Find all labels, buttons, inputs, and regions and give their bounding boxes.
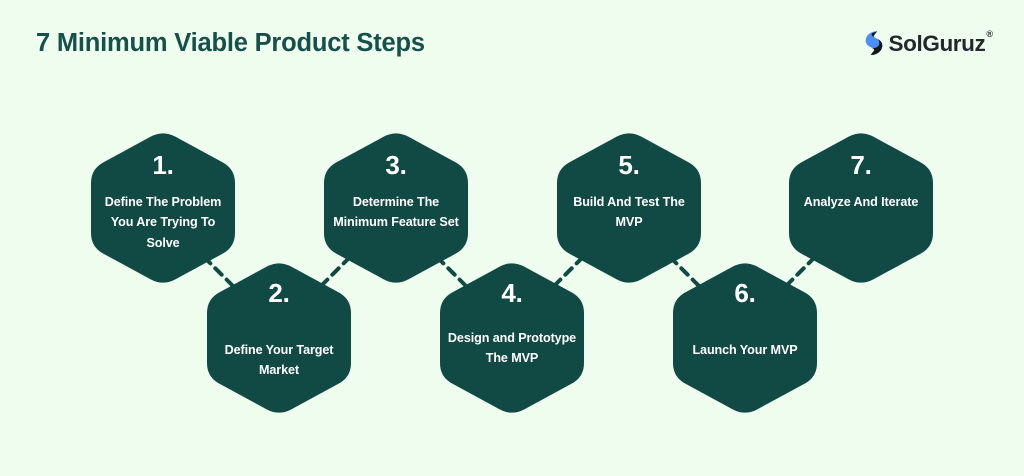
- step-hexagon-4[interactable]: 4. Design and Prototype The MVP: [438, 258, 586, 418]
- step-label: Launch Your MVP: [692, 343, 798, 357]
- step-hexagon-6[interactable]: 6. Launch Your MVP: [671, 258, 819, 418]
- hexagon-shape: [557, 133, 701, 283]
- step-label: Build And Test The MVP: [573, 195, 685, 230]
- brand-name: SolGuruz: [888, 30, 986, 56]
- step-content: 1. Define The Problem You Are Trying To S…: [89, 128, 237, 288]
- step-content: 5. Build And Test The MVP: [555, 128, 703, 288]
- step-content: 4. Design and Prototype The MVP: [438, 258, 586, 418]
- step-label: Define Your Target Market: [224, 343, 334, 378]
- page-title: 7 Minimum Viable Product Steps: [36, 29, 425, 57]
- header: 7 Minimum Viable Product Steps SolGuruz …: [0, 0, 1024, 92]
- step-hexagon-3[interactable]: 3. Determine The Minimum Feature Set: [322, 128, 470, 288]
- step-hexagon-5[interactable]: 5. Build And Test The MVP: [555, 128, 703, 288]
- step-number: 4.: [501, 278, 523, 308]
- step-number: 3.: [385, 150, 407, 180]
- step-content: 2. Define Your Target Market: [205, 258, 353, 418]
- solguruz-swoosh-icon: [865, 31, 882, 56]
- brand-logo: SolGuruz ®: [863, 28, 993, 58]
- step-number: 7.: [850, 150, 872, 180]
- hexagon-shape: [673, 263, 817, 413]
- step-hexagon-2[interactable]: 2. Define Your Target Market: [205, 258, 353, 418]
- step-number: 2.: [268, 278, 290, 308]
- step-number: 1.: [152, 150, 174, 180]
- step-label: Analyze And Iterate: [803, 195, 919, 209]
- step-content: 7. Analyze And Iterate: [787, 128, 935, 288]
- step-number: 5.: [618, 150, 640, 180]
- hexagon-shape: [440, 263, 584, 413]
- step-label: Determine The Minimum Feature Set: [333, 195, 459, 230]
- step-label: Define The Problem You Are Trying To Sol…: [104, 195, 222, 250]
- step-content: 3. Determine The Minimum Feature Set: [322, 128, 470, 288]
- hexagon-shape: [789, 133, 933, 283]
- registered-trademark-symbol: ®: [986, 29, 993, 39]
- step-hexagon-7[interactable]: 7. Analyze And Iterate: [787, 128, 935, 288]
- step-hexagon-1[interactable]: 1. Define The Problem You Are Trying To S…: [89, 128, 237, 288]
- hexagon-shape: [207, 263, 351, 413]
- step-number: 6.: [734, 278, 756, 308]
- step-content: 6. Launch Your MVP: [671, 258, 819, 418]
- hexagon-shape: [91, 133, 235, 283]
- step-label: Design and Prototype The MVP: [447, 331, 577, 366]
- hexagon-shape: [324, 133, 468, 283]
